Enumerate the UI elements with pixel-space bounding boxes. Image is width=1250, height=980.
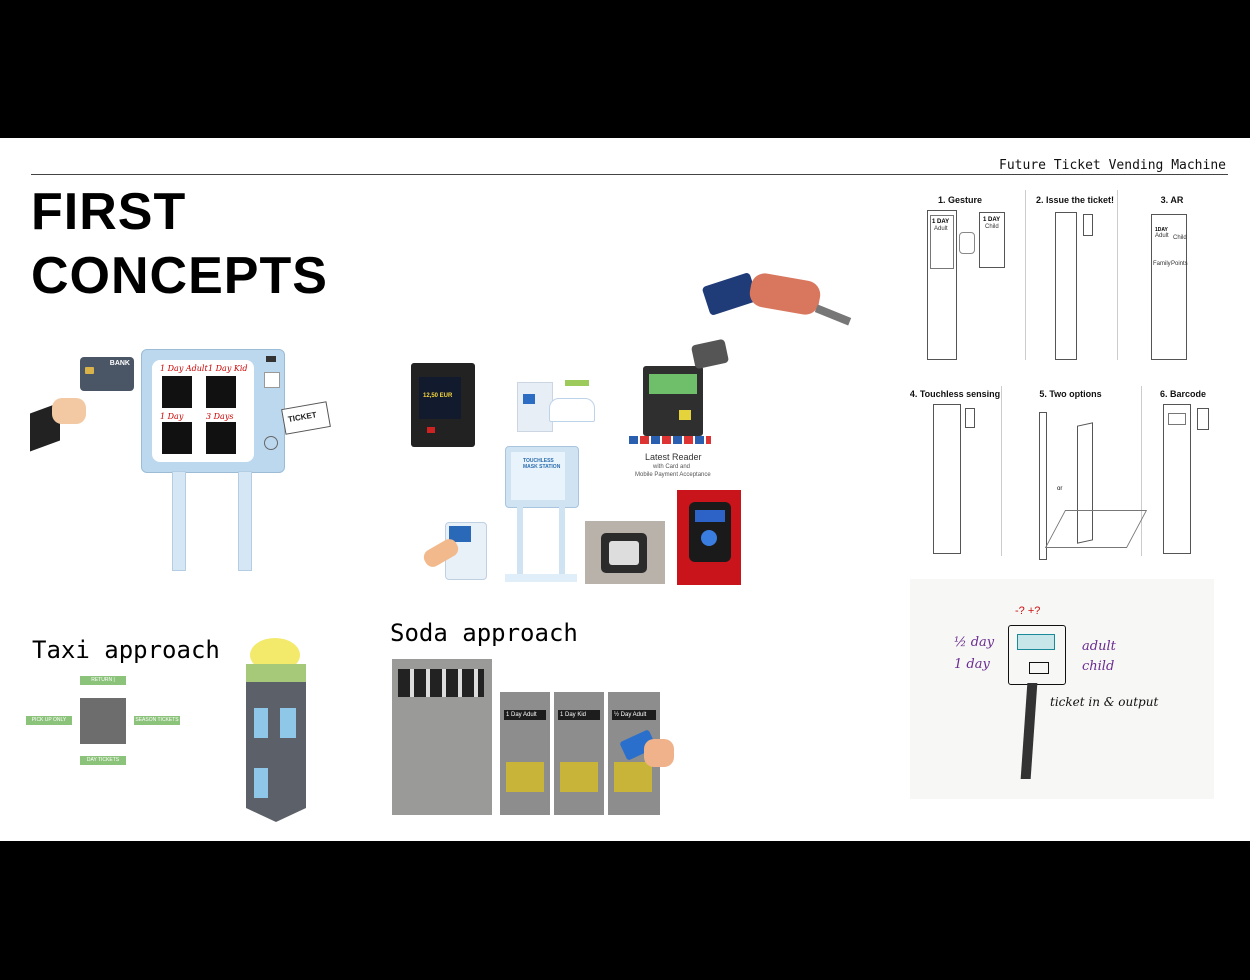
page-title-line2: CONCEPTS (31, 247, 328, 305)
sketch-pole (1020, 683, 1038, 779)
red-kiosk-reader-photo (677, 490, 741, 585)
wireframe-label: 2. Issue the ticket! (1035, 195, 1115, 205)
reader-title: Latest Reader (645, 452, 702, 462)
tag-season-tickets: SEASON TICKETS (134, 716, 180, 725)
tag-day-tickets: DAY TICKETS (80, 756, 126, 765)
floor-marking (1044, 510, 1148, 548)
payment-terminal: 12,50 EUR (411, 363, 475, 447)
reader-subtitle: Mobile Payment Acceptance (635, 472, 711, 478)
soda-photo-collage: 1 Day Adult 1 Day Kid ½ Day Adult (392, 659, 680, 815)
screen-text: Child (1173, 235, 1187, 241)
screen-text: Adult (934, 226, 948, 232)
hand-with-card-icon (618, 729, 676, 771)
ticket-machine-panel: 1 Day Kid (554, 692, 604, 815)
train-ticket-machine (517, 376, 595, 434)
kiosk-body: 1 Day Adult 1 Day Kid 1 Day 3 Days (141, 349, 285, 473)
sensor-icon (965, 408, 975, 428)
machine-screen: ½ Day Adult (612, 710, 656, 720)
header-title: Future Ticket Vending Machine (999, 158, 1226, 173)
page-title-line1: FIRST (31, 183, 187, 241)
tag-return-deposit: RETURN | DEPOSIT (80, 676, 126, 692)
wireframe-kiosk (1055, 212, 1077, 360)
wireframe-kiosk (1163, 404, 1191, 554)
mask-station-label: TOUCHLESS MASK STATION (523, 458, 561, 470)
ticket-text: TICKET (287, 410, 318, 425)
wireframe-kiosk: 1DAY Adult Child Family Points (1151, 214, 1188, 360)
wireframe-label: 4. Touchless sensing (909, 389, 1001, 399)
sketch-kiosk (1008, 625, 1066, 685)
kiosk-display (264, 372, 280, 388)
wireframe-screen: 1 DAY Child (979, 212, 1005, 268)
mask-station: TOUCHLESS MASK STATION (505, 446, 579, 584)
screen-text: Adult (1155, 233, 1169, 239)
sketch-option: adult (1082, 639, 1116, 654)
screen-text: Family (1153, 261, 1171, 267)
reference-collage: 12,50 EUR Latest Reader with Card and Mo… (405, 266, 855, 586)
machine-screen: 1 Day Kid (558, 710, 600, 720)
page-title: FIRST CONCEPTS (31, 180, 328, 308)
kiosk-slot-grid: 1 Day Adult 1 Day Kid 1 Day 3 Days (160, 364, 248, 460)
machine-screen: 1 Day Adult (504, 710, 546, 720)
slide: Future Ticket Vending Machine FIRST CONC… (0, 138, 1250, 841)
concept-sketch: -? +? ½ day 1 day adult child ticket in … (910, 579, 1214, 799)
header-divider (31, 174, 1228, 175)
hand-with-card-icon (701, 271, 852, 337)
hand-with-card-icon (30, 388, 90, 452)
kiosk-leg (172, 471, 186, 571)
wireframe-pole (1039, 412, 1047, 560)
screen-text: 1 DAY (983, 217, 1001, 223)
sketch-option: ½ day (954, 635, 995, 650)
wireframe-grid: 1. Gesture 2. Issue the ticket! 3. AR 1 … (905, 190, 1225, 560)
mobile-terminal (690, 338, 730, 370)
screen-text: 1 DAY (932, 219, 950, 225)
screen-text: Points (1171, 261, 1188, 267)
taxi-tower-illustration (244, 638, 308, 828)
contactless-icon (264, 436, 278, 450)
tag-pick-up-only: PICK UP ONLY (26, 716, 72, 725)
wireframe-label: 3. AR (1160, 195, 1184, 205)
contactless-reader-photo (585, 521, 665, 584)
ticket-slot (1083, 214, 1093, 236)
wireframe-label: 5. Two options (1039, 389, 1102, 399)
kiosk-slot-label: 1 Day Adult (160, 364, 208, 373)
price-display: 12,50 EUR (423, 393, 453, 399)
ticket-machine-panel: 1 Day Adult (500, 692, 550, 815)
sketch-option: child (1082, 659, 1115, 674)
wireframe-label: 1. Gesture (937, 195, 983, 205)
taxi-approach-label: Taxi approach (32, 636, 220, 664)
card-slot (266, 356, 276, 362)
screen-text: Child (985, 224, 999, 230)
taxi-diagram: RETURN | DEPOSIT PICK UP ONLY SEASON TIC… (26, 676, 186, 768)
wireframe-label: 6. Barcode (1159, 389, 1207, 399)
wireframe-kiosk: 1 DAY Adult (927, 210, 957, 360)
taxi-kiosk-top-view (80, 698, 126, 744)
sketch-marks: -? +? (1015, 605, 1041, 617)
barcode-icon (1197, 408, 1209, 430)
payment-logos (629, 436, 711, 444)
phone-tap-icon (420, 516, 487, 582)
wireframe-kiosk (933, 404, 961, 554)
sketch-option: 1 day (954, 657, 990, 672)
hand-gesture-icon (959, 232, 975, 254)
kiosk-slot-label: 1 Day Kid (208, 364, 248, 373)
screen-text: 1DAY (1155, 227, 1168, 233)
reader-subtitle: with Card and (653, 464, 691, 470)
kiosk-sketch: BANK 1 Day Adult 1 Day Kid 1 Day 3 Days (30, 343, 331, 573)
soda-approach-label: Soda approach (390, 619, 578, 647)
or-text: or (1057, 486, 1063, 492)
kiosk-slot-label: 3 Days (206, 412, 234, 421)
bank-card: BANK (80, 357, 134, 391)
card-reader-device (643, 366, 703, 436)
sketch-note: ticket in & output (1050, 695, 1159, 709)
card-brand: BANK (109, 360, 130, 367)
kiosk-slot-label: 1 Day (160, 412, 184, 421)
ticket-output: TICKET (281, 401, 331, 435)
kiosk-leg (238, 471, 252, 571)
